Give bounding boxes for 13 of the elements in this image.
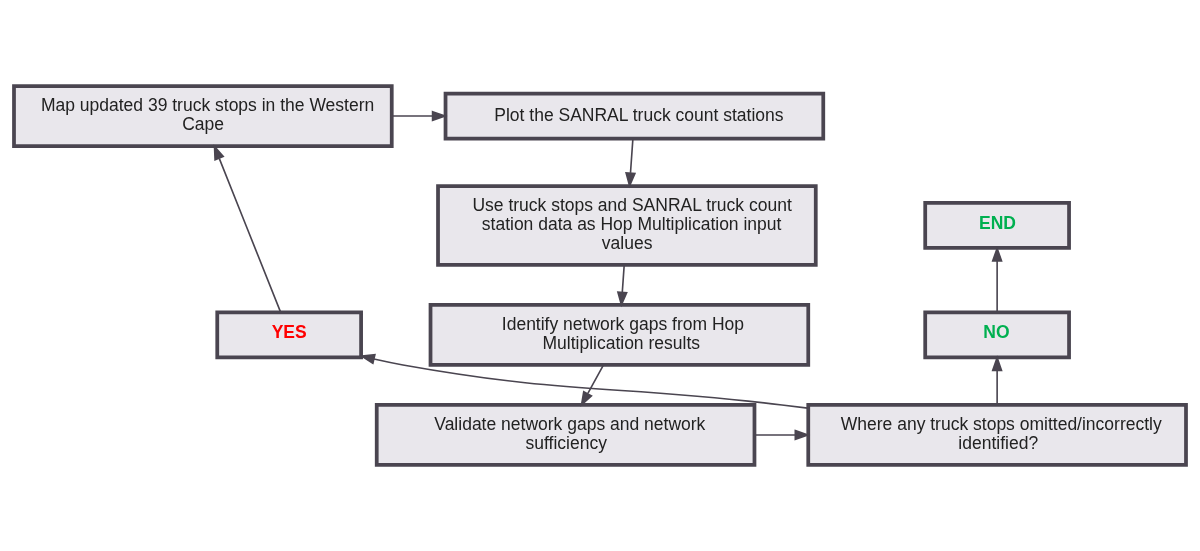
node-box: Use truck stops and SANRAL truck count station data as Hop Multiplication input values bbox=[436, 184, 818, 267]
node-box: Map updated 39 truck stops in the Western Cape bbox=[12, 84, 394, 148]
node-box: Where any truck stops omitted/incorrectly identified? bbox=[806, 403, 1188, 467]
node-box: Validate network gaps and network sufficiency bbox=[374, 403, 757, 467]
arrow bbox=[213, 144, 282, 313]
arrow bbox=[616, 264, 628, 308]
arrow bbox=[580, 364, 605, 407]
node-box: Plot the SANRAL truck count stations bbox=[443, 91, 826, 141]
node-box: NO bbox=[923, 310, 1071, 360]
arrow bbox=[991, 355, 1003, 406]
node-box: END bbox=[923, 201, 1071, 250]
node-box: YES bbox=[215, 310, 363, 360]
node-box: Identify network gaps from Hop Multiplication results bbox=[428, 303, 811, 367]
